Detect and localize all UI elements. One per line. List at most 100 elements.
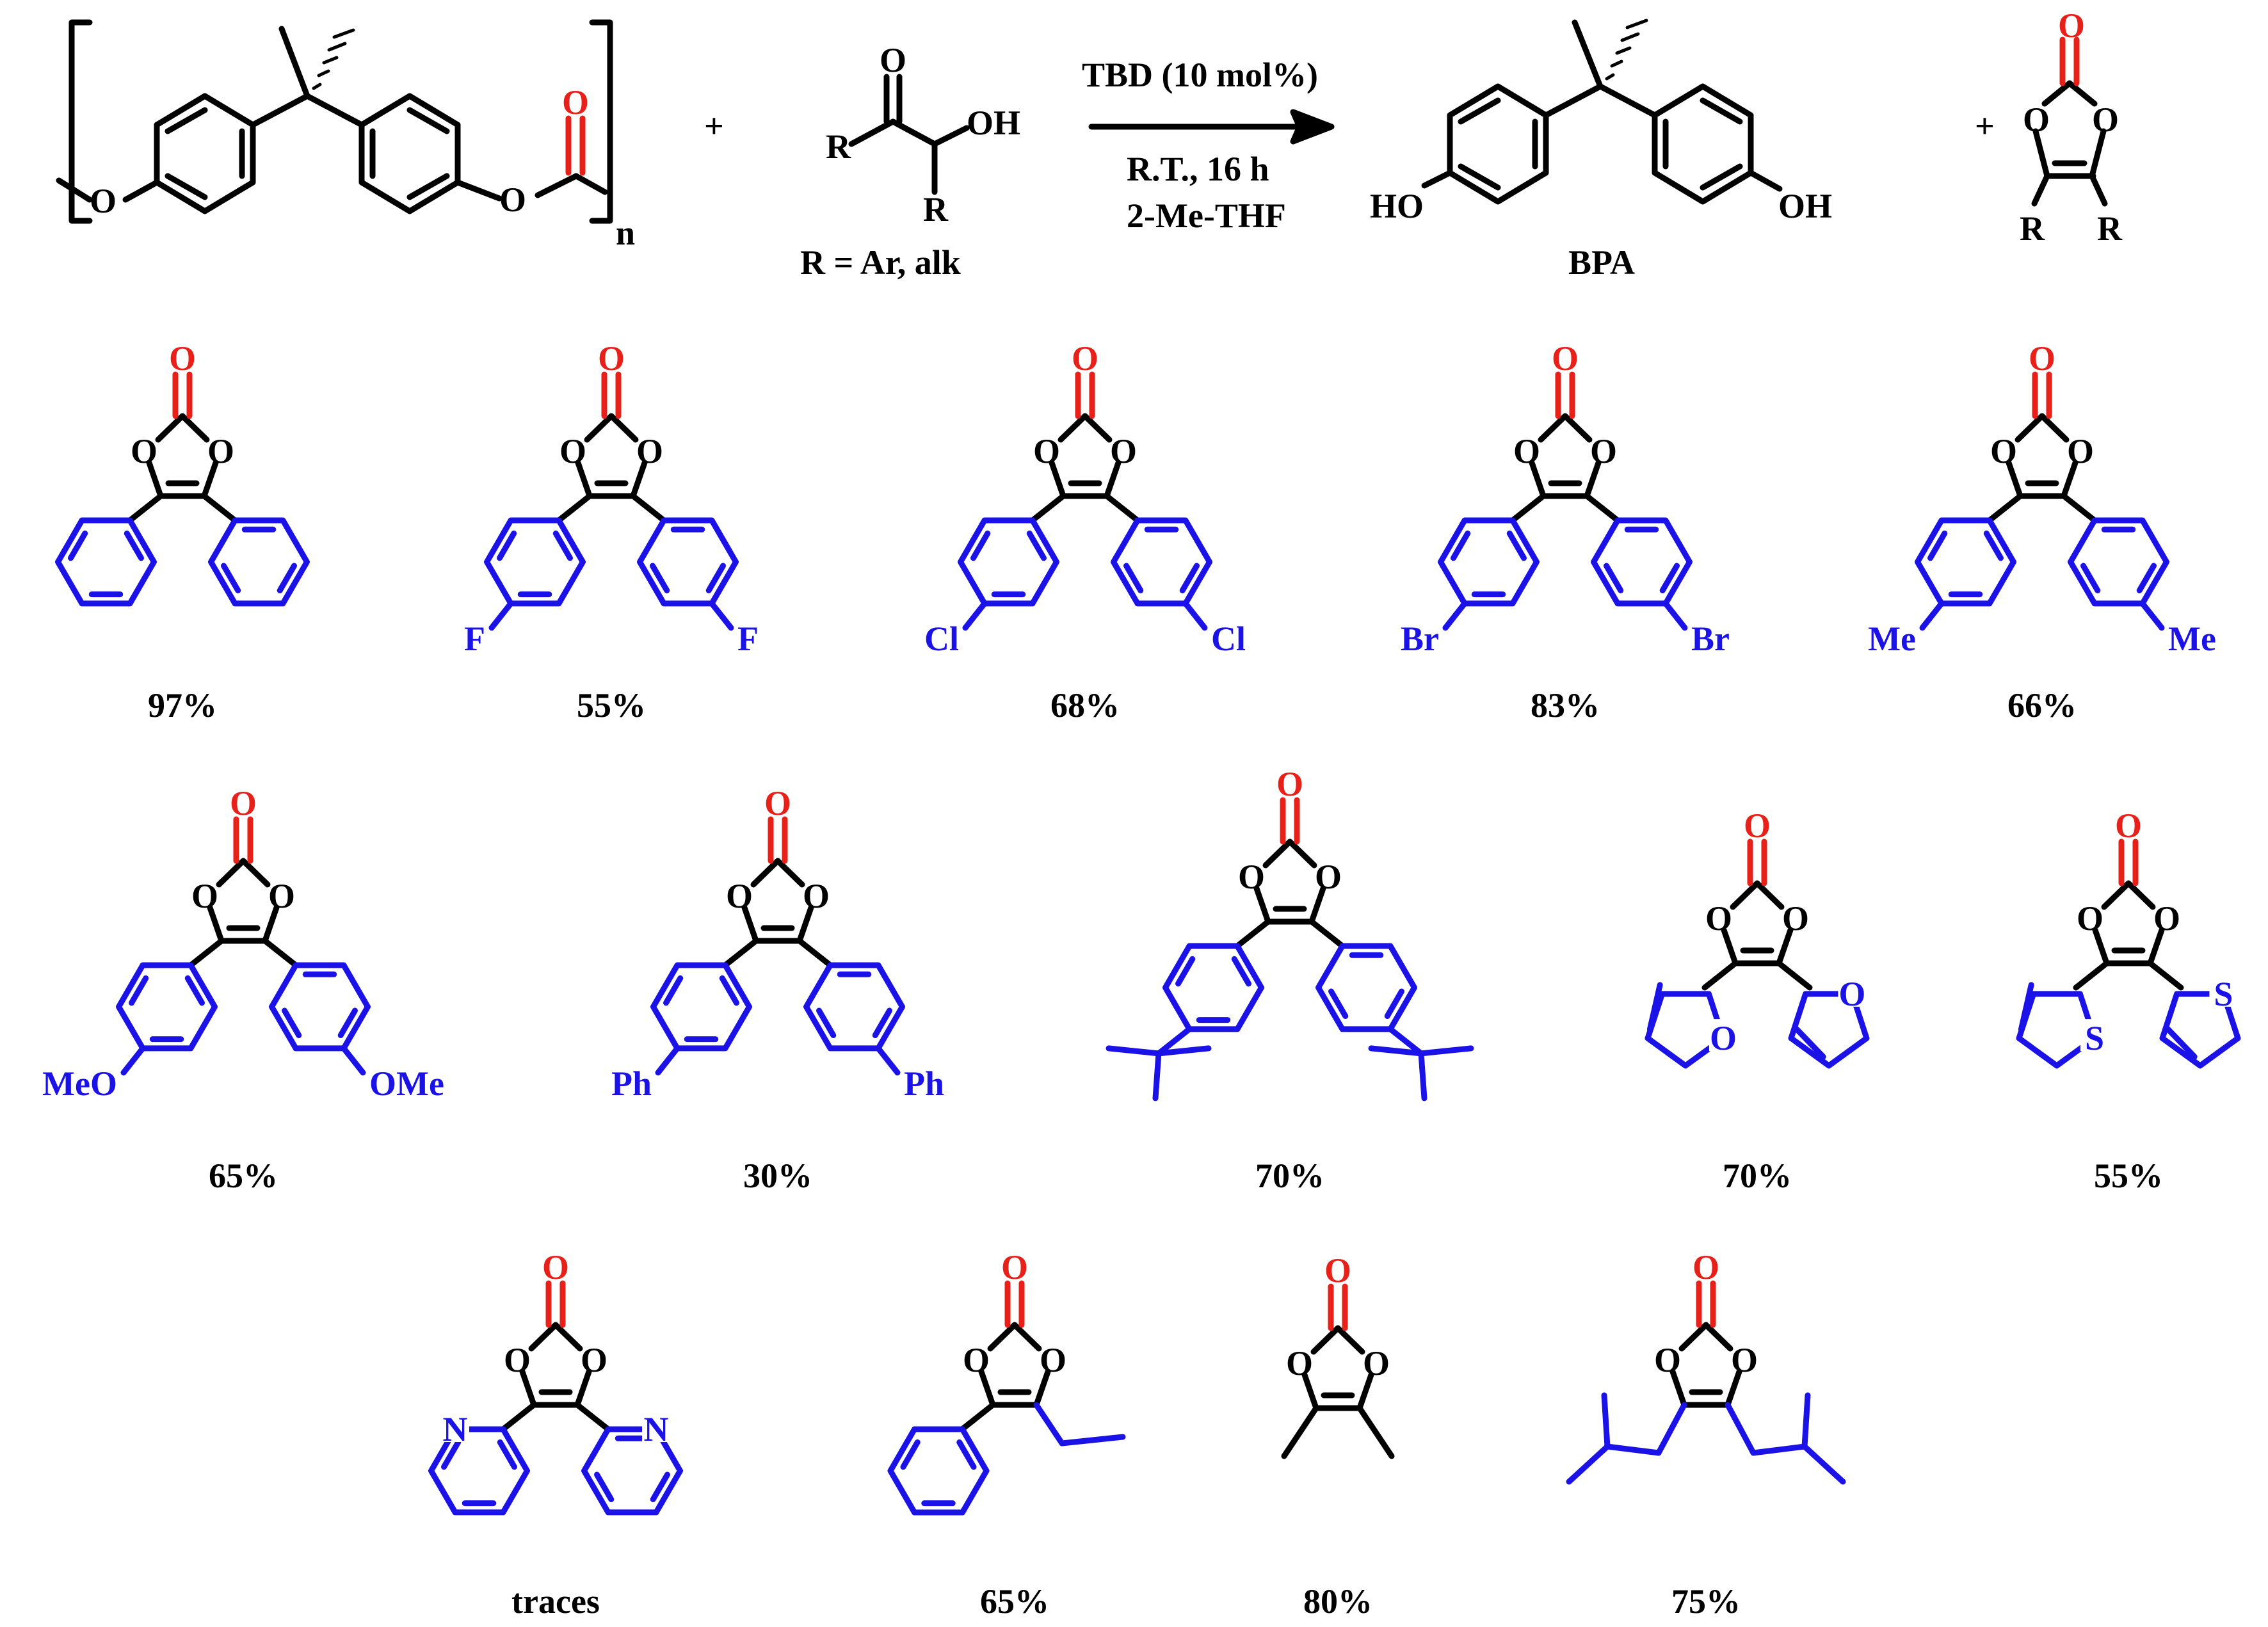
aryl-bond bbox=[630, 493, 667, 524]
aromatic-bond bbox=[1451, 530, 1471, 561]
label-mask bbox=[441, 1410, 469, 1442]
aryl-bond bbox=[1308, 918, 1346, 949]
hydroxyketone-structure bbox=[848, 74, 970, 195]
carbonyl-oxygen: O bbox=[598, 339, 625, 378]
ring-oxygen: O bbox=[268, 877, 295, 915]
aromatic-bond bbox=[497, 530, 517, 561]
isobutyl-bond bbox=[1801, 1443, 1846, 1485]
aromatic-bond bbox=[816, 1007, 837, 1039]
polymer-brackets bbox=[68, 19, 613, 224]
heteroatom-label: S bbox=[2214, 975, 2233, 1013]
aryl-bond bbox=[188, 938, 225, 968]
aromatic-bond bbox=[872, 1007, 892, 1039]
ring-oxygen: O bbox=[2153, 899, 2180, 938]
ring-oxygen: O bbox=[726, 877, 753, 915]
bond bbox=[1730, 880, 1760, 910]
substituent-label: Ph bbox=[611, 1064, 652, 1103]
aromatic-bond bbox=[277, 563, 297, 594]
aryl-ring bbox=[1111, 517, 1212, 607]
aryl-ring bbox=[803, 962, 905, 1052]
substituent-bond bbox=[488, 600, 514, 631]
heteroatom-label: O bbox=[1710, 1019, 1737, 1057]
nitrogen-label: N bbox=[644, 1410, 669, 1448]
ring-oxygen: O bbox=[636, 432, 663, 470]
bond bbox=[1058, 413, 1088, 443]
bond bbox=[552, 1322, 583, 1352]
yield-label: 80% bbox=[1303, 1582, 1372, 1621]
aryl-bond bbox=[262, 938, 299, 968]
nitrogen-label: N bbox=[443, 1410, 468, 1448]
bond bbox=[750, 858, 781, 888]
plus-sign-2: + bbox=[1975, 107, 1995, 145]
substituent-label: Br bbox=[1401, 620, 1439, 658]
bpa-caption: BPA bbox=[1568, 243, 1635, 282]
aryl-ring bbox=[55, 517, 157, 607]
yield-label: 55% bbox=[2094, 1157, 2163, 1195]
isobutyl-bond bbox=[1566, 1443, 1611, 1485]
bond bbox=[1562, 413, 1593, 443]
aryl-bond bbox=[574, 1402, 611, 1432]
carbonate-ring-o-left: O bbox=[2023, 100, 2050, 139]
substituent-label: Ph bbox=[904, 1064, 944, 1103]
bpa-oh: OH bbox=[1778, 187, 1832, 225]
bond bbox=[1754, 880, 1785, 910]
polymer-carbonyl-o: O bbox=[562, 83, 589, 122]
yield-label: 65% bbox=[980, 1582, 1049, 1621]
label-mask bbox=[1838, 974, 1867, 1007]
aryl-bond bbox=[2061, 493, 2098, 524]
reagent-caption: R = Ar, alk bbox=[800, 243, 961, 282]
polycarbonate-structure bbox=[56, 26, 608, 214]
substituent-bond bbox=[962, 600, 988, 631]
bond bbox=[2039, 413, 2070, 443]
isobutyl-bond bbox=[1604, 1443, 1662, 1456]
aromatic-bond bbox=[956, 1439, 977, 1470]
ring-oxygen: O bbox=[1110, 432, 1137, 470]
carbonate-carbonyl-o: O bbox=[2058, 6, 2085, 45]
substituent-bond bbox=[2139, 600, 2165, 631]
aromatic-bond bbox=[282, 1007, 302, 1039]
aryl-bond bbox=[1234, 918, 1271, 949]
ring-oxygen: O bbox=[1705, 899, 1732, 938]
substituent-label: Me bbox=[2168, 620, 2216, 658]
aryl-bond bbox=[201, 493, 238, 524]
aryl-ring bbox=[1162, 943, 1264, 1032]
ring-double-bond bbox=[2018, 982, 2034, 1032]
bond bbox=[528, 1322, 559, 1352]
carbonyl-oxygen: O bbox=[1552, 339, 1579, 378]
aromatic-bond bbox=[184, 975, 205, 1006]
aromatic-bond bbox=[663, 975, 684, 1006]
aromatic-bond bbox=[129, 975, 149, 1006]
bond bbox=[1253, 885, 1271, 925]
carbonyl-oxygen: O bbox=[2115, 806, 2142, 845]
bond bbox=[1703, 1322, 1733, 1352]
ring-oxygen: O bbox=[207, 432, 234, 470]
heteroatom-label: O bbox=[1838, 975, 1865, 1013]
aromatic-bond bbox=[970, 530, 991, 561]
substituent-label: Br bbox=[1691, 620, 1730, 658]
substituent-bond bbox=[120, 1045, 146, 1076]
conditions-temperature-time: R.T., 16 h bbox=[1127, 150, 1269, 188]
yield-label: 75% bbox=[1671, 1582, 1741, 1621]
yield-label: 68% bbox=[1050, 686, 1120, 725]
isobutyl-bond bbox=[1601, 1392, 1611, 1450]
reagent-oh: OH bbox=[967, 104, 1020, 142]
aryl-ring bbox=[208, 517, 310, 607]
aryl-bond bbox=[127, 493, 164, 524]
aryl-ring bbox=[1915, 517, 2016, 607]
bond bbox=[201, 460, 219, 499]
aryl-ring bbox=[484, 517, 586, 607]
ethyl-bond bbox=[1059, 1434, 1126, 1447]
bond bbox=[1287, 838, 1317, 869]
aromatic-bond bbox=[705, 563, 726, 594]
substituent-bond bbox=[1442, 600, 1468, 631]
bond bbox=[179, 413, 210, 443]
bond bbox=[240, 858, 271, 888]
bond bbox=[584, 413, 615, 443]
aryl-ring bbox=[1591, 517, 1693, 607]
ring-double-bond bbox=[1646, 982, 1663, 1032]
